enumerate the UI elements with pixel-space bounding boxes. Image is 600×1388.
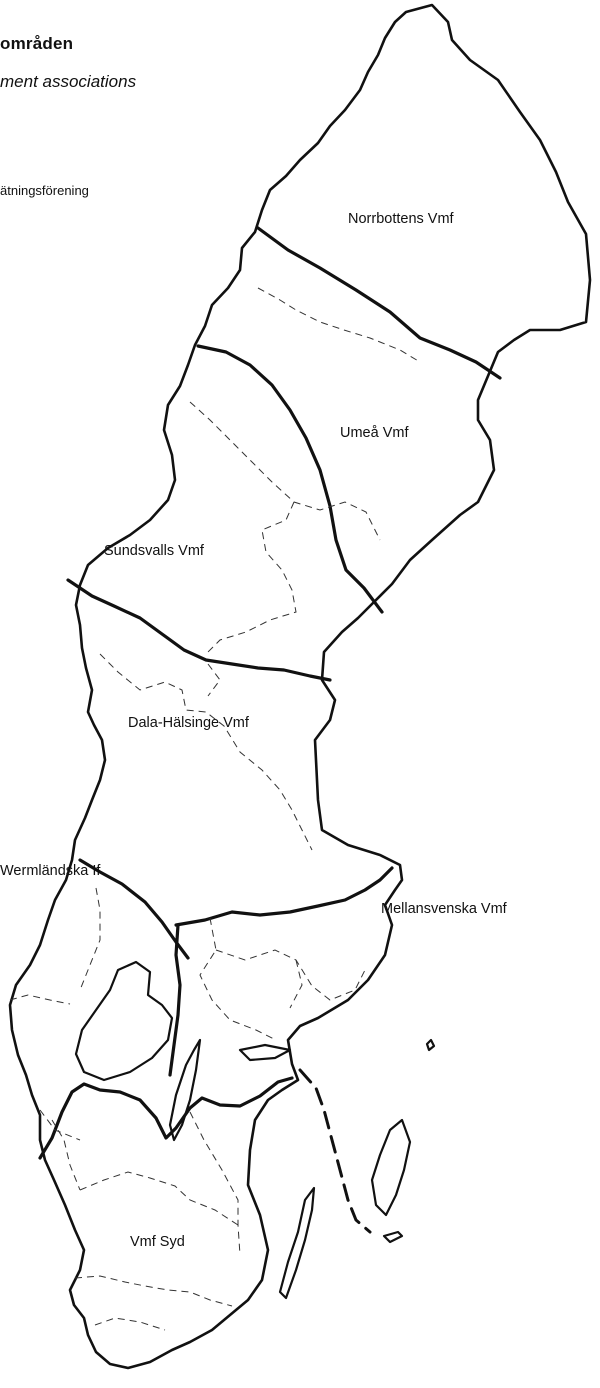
county-border (39, 1109, 81, 1141)
lake-vattern (168, 1038, 202, 1142)
county-border (257, 287, 421, 363)
border-north-mellansvenska (174, 866, 394, 927)
county-border (79, 1171, 239, 1226)
county-border (99, 653, 313, 851)
sea-border (298, 1068, 372, 1234)
county-border (94, 1317, 166, 1331)
border-sundsvall-dala (66, 578, 332, 682)
region-label-norrbotten: Norrbottens Vmf (348, 211, 455, 227)
border-south (38, 1076, 294, 1160)
county-border (79, 887, 101, 991)
county-border (199, 917, 277, 1041)
county-border (189, 1111, 241, 1256)
map-subtitle: ment associations (0, 72, 137, 91)
county-border (51, 1119, 81, 1191)
lake-malaren (238, 1043, 292, 1062)
island-small (425, 1038, 436, 1052)
county-border (205, 501, 297, 655)
county-border (207, 663, 221, 697)
island-oland (278, 1186, 316, 1300)
region-label-syd: Vmf Syd (130, 1234, 185, 1250)
region-label-mellansvenska: Mellansvenska Vmf (381, 901, 508, 917)
county-border (289, 959, 303, 1009)
border-umea-sundsvall (196, 344, 384, 614)
county-border (215, 949, 366, 1001)
region-label-umea: Umeå Vmf (340, 425, 409, 441)
region-label-wermland: Wermländska If (0, 863, 101, 879)
county-border (9, 994, 71, 1005)
mainland-coastline (8, 3, 592, 1370)
lake-vanern (74, 960, 174, 1082)
island-small-2 (382, 1230, 404, 1244)
region-label-dala: Dala-Hälsinge Vmf (128, 715, 250, 731)
island-gotland (370, 1118, 412, 1217)
legend-text: ätningsförening (0, 183, 89, 198)
map-title: områden (0, 34, 74, 53)
region-label-sundsvall: Sundsvalls Vmf (104, 543, 205, 559)
county-border (189, 401, 381, 541)
county-border (74, 1275, 233, 1307)
border-norrbotten-umea (256, 226, 502, 380)
border-wermland-mellansvenska (168, 923, 182, 1077)
